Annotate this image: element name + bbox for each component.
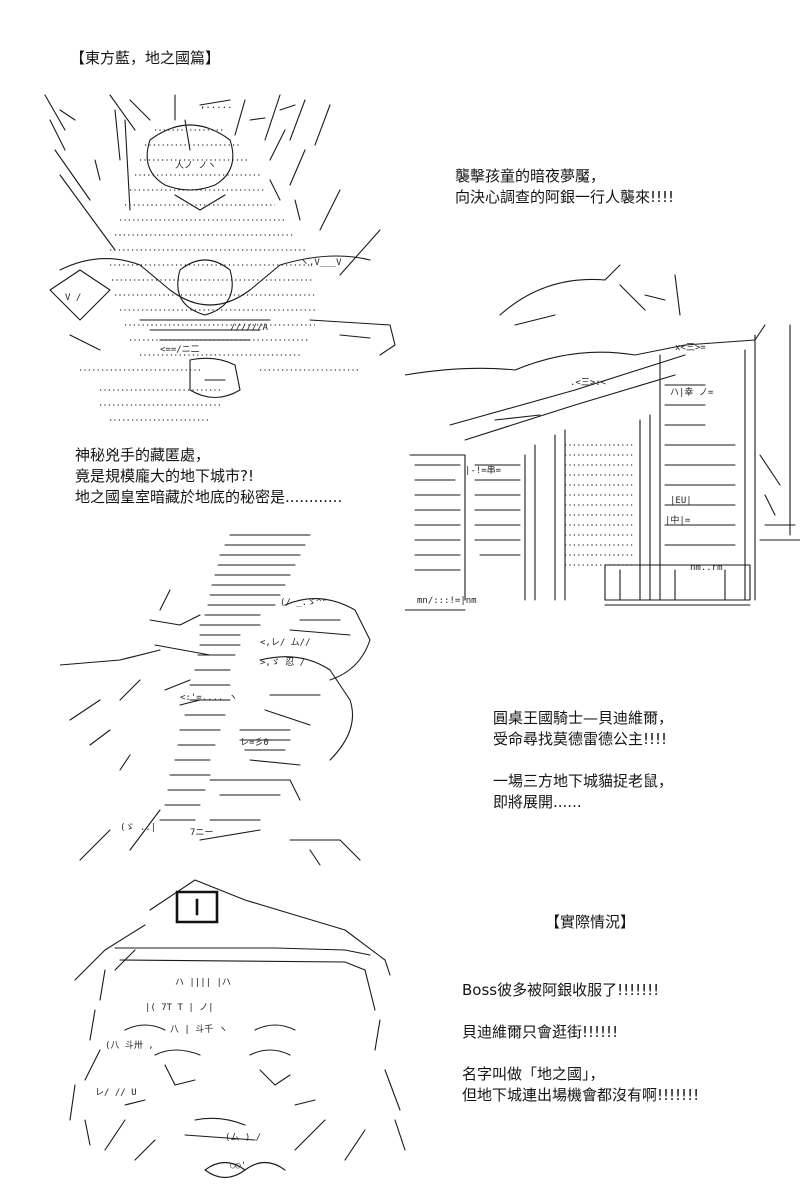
svg-text:7ニー: 7ニー [190,828,213,838]
svg-text:mn/:::!=|nm: mn/:::!=|nm [417,596,477,606]
svg-text:x<三>=: x<三>= [675,343,706,353]
svg-text:>,ゞ 忍 /: >,ゞ 忍 / [260,657,305,668]
svg-text:.<三>:<: .<三>:< [570,378,607,388]
svg-text:(/ _.ゞ^": (/ _.ゞ^" [280,598,327,608]
caption-line: Boss彼多被阿銀收服了!!!!!!! [462,981,660,999]
page-title: 【東方藍，地之國篇】 [70,49,221,67]
ascii-art-underground-city: x<三>= .<三>:< ハ|幸 ノ= |-!=串= |中|= nm..rm m… [405,255,800,625]
svg-text:|EU|: |EU| [670,496,692,506]
caption-line: 即將展開...... [493,793,582,811]
panel-2-caption: 神秘兇手的藏匿處， 竟是規模龐大的地下城市?! 地之國皇室暗藏於地底的秘密是..… [75,445,342,508]
caption-line: 但地下城連出場機會都沒有啊!!!!!!! [462,1086,700,1104]
svg-text:ハ |||| |ハ: ハ |||| |ハ [175,978,231,988]
panel-1-caption: 襲擊孩童的暗夜夢魘， 向決心調查的阿銀一行人襲來!!!! [455,166,674,208]
svg-text:|中|=: |中|= [665,514,691,526]
caption-line: 地之國皇室暗藏於地底的秘密是............ [75,488,343,506]
caption-line: 竟是規模龐大的地下城市?! [75,467,254,485]
caption-line: 襲擊孩童的暗夜夢魘， [455,167,606,185]
svg-text:ヽ,V___V: ヽ,V___V [300,258,342,268]
svg-text:(八 斗卅 ,: (八 斗卅 , [105,1040,154,1051]
panel-4-heading: 【實際情況】 [545,913,636,931]
svg-text:<,レ/ ム//: <,レ/ ム// [260,637,311,648]
caption-line: 神秘兇手的藏匿處， [75,446,211,464]
svg-text:|-!=串=: |-!=串= [465,465,502,476]
svg-text:八 | 斗千 ヽ: 八 | 斗千 ヽ [170,1024,228,1035]
svg-text:V /: V / [65,293,81,303]
svg-text:nm..rm: nm..rm [690,563,723,573]
ascii-art-character-with-hat: ハ |||| |ハ |( 7T T | ノ| 八 | 斗千 ヽ (八 斗卅 , … [45,870,425,1190]
caption-line: 受命尋找莫德雷德公主!!!! [493,730,668,748]
svg-text:,.....: ,..... [200,101,233,111]
ascii-art-knight: <,レ/ ム// >,ゞ 忍 / <:'=.... ヽ レ=彡0 7ニー (ゞ … [60,530,380,870]
svg-text://////A: //////A [230,323,269,333]
panel-3-caption: 圓桌王國騎士—貝迪維爾， 受命尋找莫德雷德公主!!!! 一場三方地下城貓捉老鼠，… [493,708,673,813]
svg-text:レ/ // U: レ/ // U [95,1088,137,1098]
svg-text:人ノ ノヽ: 人ノ ノヽ [175,160,216,171]
svg-text:ハ|幸 ノ=: ハ|幸 ノ= [670,387,714,398]
caption-line: 一場三方地下城貓捉老鼠， [493,772,674,790]
svg-text:レ=彡0: レ=彡0 [240,737,269,748]
svg-text:<==/ニ二: <==/ニ二 [160,345,200,355]
caption-line: 貝迪維爾只會逛街!!!!!! [462,1023,619,1041]
ascii-art-monster: ,..... 人ノ ノヽ //////A <==/ニ二 ヽ,V___V V / [40,90,400,425]
caption-line [493,750,673,771]
svg-text:(ム ) /: (ム ) / [225,1132,261,1143]
svg-text:○○': ○○' [230,1161,246,1171]
caption-line: 向決心調查的阿銀一行人襲來!!!! [455,188,675,206]
caption-line: 名字叫做「地之國」， [462,1065,605,1083]
caption-line: 圓桌王國騎士—貝迪維爾， [493,709,674,727]
caption-line [462,1043,699,1064]
caption-line [462,1001,699,1022]
panel-4-caption: Boss彼多被阿銀收服了!!!!!!! 貝迪維爾只會逛街!!!!!! 名字叫做「… [462,980,699,1106]
svg-text:<:'=.... ヽ: <:'=.... ヽ [180,693,238,703]
svg-text:|( 7T T | ノ|: |( 7T T | ノ| [145,1003,214,1013]
svg-text:(ゞ ..|: (ゞ ..| [120,823,156,833]
